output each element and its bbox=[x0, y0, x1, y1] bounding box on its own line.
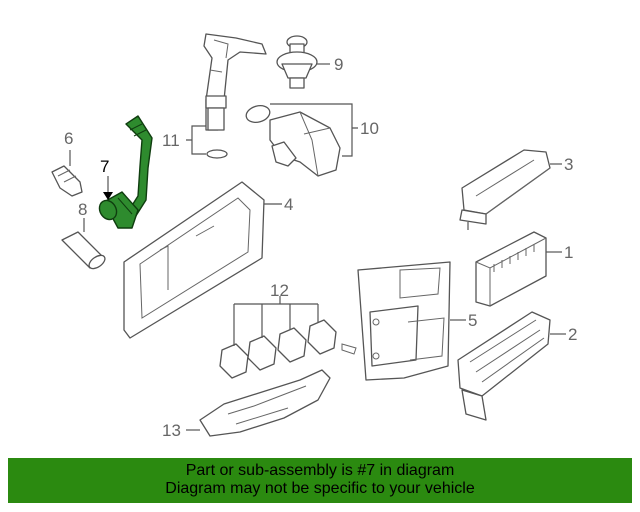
callout-13: 13 bbox=[162, 421, 181, 440]
part-4-panel bbox=[123, 181, 265, 339]
part-7-spark-plug-wire bbox=[98, 115, 153, 229]
part-12-ignition-coils bbox=[219, 319, 337, 379]
callout-1: 1 bbox=[564, 243, 573, 262]
part-9-sensor bbox=[276, 35, 318, 89]
part-10-sensor bbox=[245, 105, 341, 177]
leader-11 bbox=[186, 125, 206, 155]
footer-line-2: Diagram may not be specific to your vehi… bbox=[165, 480, 475, 497]
part-11-coil-tube bbox=[203, 33, 267, 159]
part-2-tray bbox=[457, 311, 551, 421]
callout-6: 6 bbox=[64, 129, 73, 148]
leader-12 bbox=[233, 296, 319, 346]
part-1-fuse-block bbox=[475, 231, 547, 307]
footer-line-1: Part or sub-assembly is #7 in diagram bbox=[185, 462, 455, 479]
callout-3: 3 bbox=[564, 155, 573, 174]
callout-4: 4 bbox=[284, 195, 293, 214]
part-3-cover bbox=[459, 149, 551, 225]
part-5-control-module bbox=[341, 261, 451, 381]
callout-11: 11 bbox=[162, 131, 180, 150]
leader-7-arrow bbox=[103, 192, 113, 200]
part-8-sleeve bbox=[61, 231, 106, 270]
footer-banner: Part or sub-assembly is #7 in diagram Di… bbox=[8, 458, 632, 503]
callout-10: 10 bbox=[360, 119, 379, 138]
callout-2: 2 bbox=[568, 325, 577, 344]
callout-12: 12 bbox=[270, 281, 289, 300]
callout-5: 5 bbox=[468, 311, 477, 330]
leader-10 bbox=[270, 103, 358, 157]
parts-diagram: 6 8 7 11 9 10 bbox=[51, 33, 577, 440]
part-6-sensor bbox=[51, 165, 83, 197]
callout-8: 8 bbox=[78, 200, 87, 219]
callout-7: 7 bbox=[100, 157, 109, 176]
part-13-bracket bbox=[199, 369, 331, 437]
callout-9: 9 bbox=[334, 55, 343, 74]
